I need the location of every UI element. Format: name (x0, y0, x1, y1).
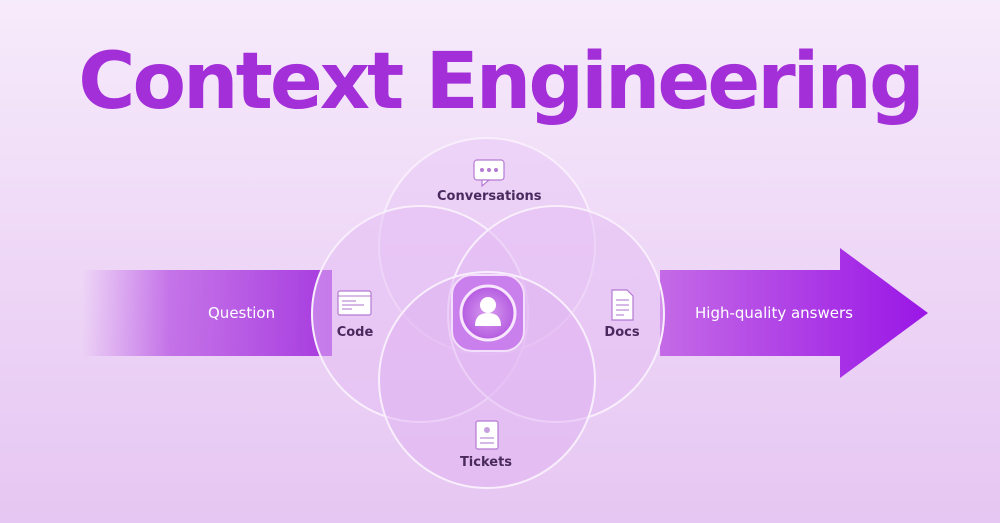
source-label-docs: Docs (604, 325, 640, 340)
page-title: Context Engineering (78, 37, 925, 127)
source-label-conversations: Conversations (437, 189, 542, 204)
code-window-icon (337, 290, 372, 316)
ticket-icon (475, 420, 499, 450)
output-label: High-quality answers (695, 304, 853, 322)
output-arrow (660, 248, 928, 378)
circle-tickets (378, 271, 596, 489)
chat-bubble-icon (473, 159, 505, 188)
input-arrow (82, 270, 332, 356)
context-circles (311, 137, 665, 489)
user-avatar-icon (475, 297, 501, 326)
source-label-code: Code (336, 325, 374, 340)
source-label-tickets: Tickets (459, 455, 513, 470)
document-icon (611, 289, 634, 321)
input-label: Question (208, 304, 276, 322)
